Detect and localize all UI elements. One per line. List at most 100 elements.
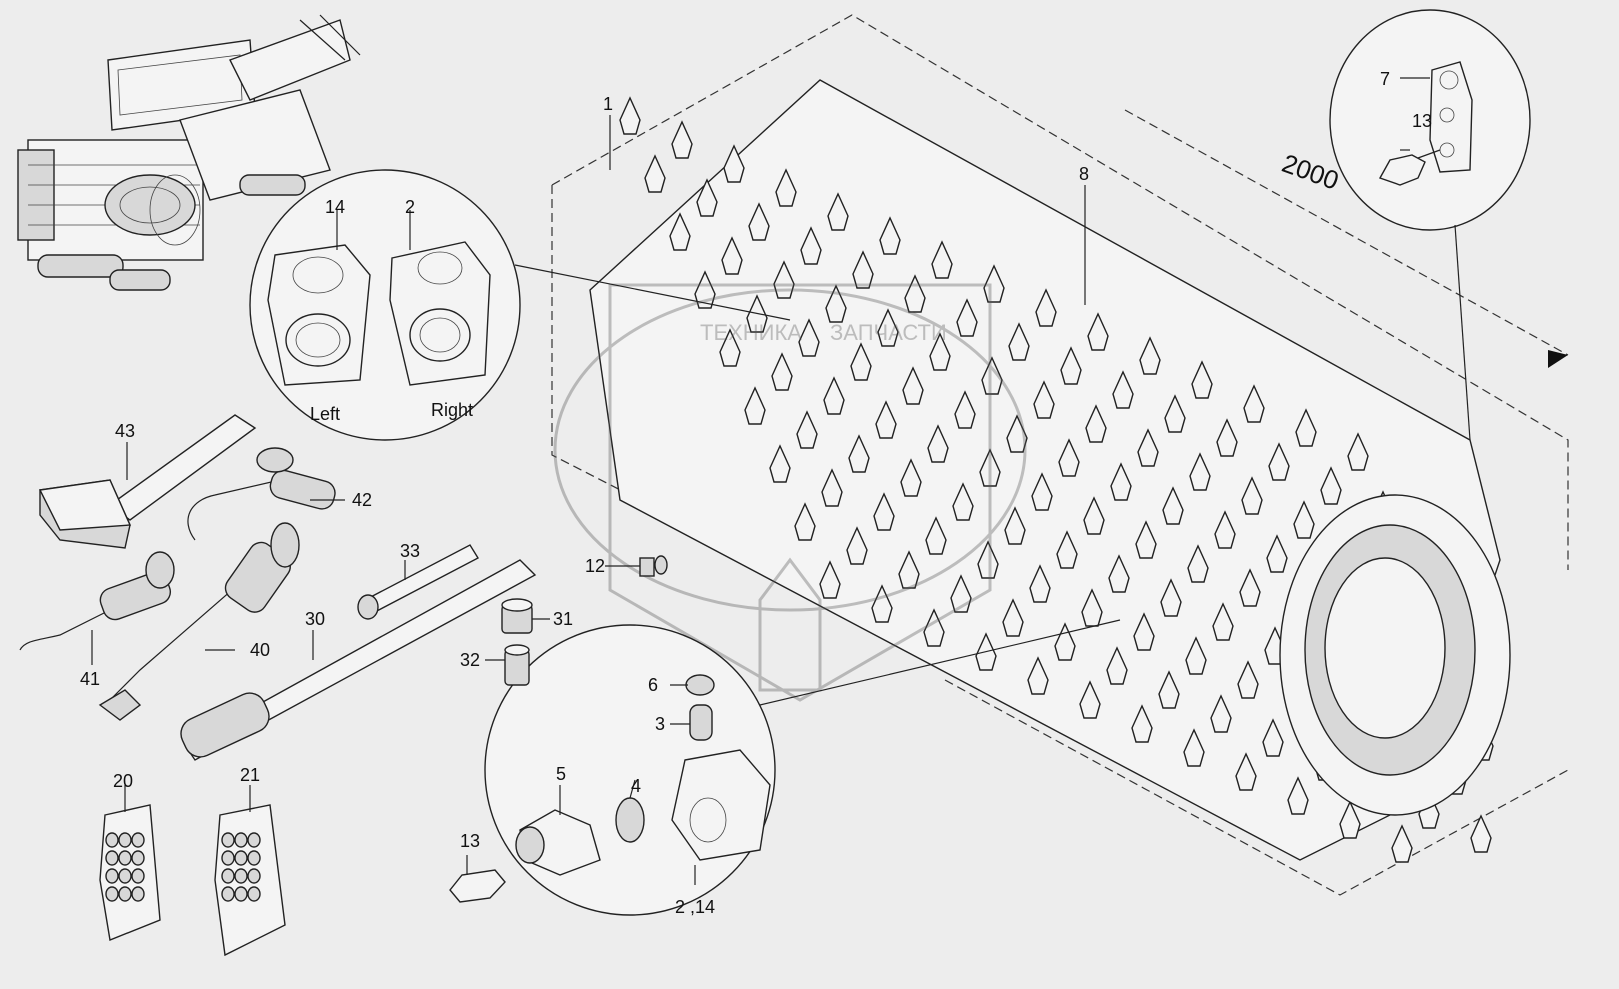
bag-item [221,868,235,884]
label-part-13-bottom: 13 [460,831,480,851]
bag-item [105,868,119,884]
cutting-tooth [773,260,795,299]
label-left: Left [310,404,340,424]
cutting-tooth [977,540,999,579]
cutting-tooth [800,226,822,265]
cutting-tooth [954,390,976,429]
cutting-tooth [775,168,797,207]
cutting-tooth [719,328,741,367]
cutting-tooth [956,298,978,337]
cutting-tooth [819,560,841,599]
bag-item [131,868,145,884]
cutting-tooth [1189,452,1211,491]
cutting-tooth [875,400,897,439]
cutting-tooth [1210,694,1232,733]
cutting-tooth [825,284,847,323]
part-30-wrench [180,559,537,761]
cutting-tooth [931,240,953,279]
label-part-41: 41 [80,669,100,689]
cutting-tooth [1295,408,1317,447]
cutting-tooth [619,96,641,135]
label-part-12: 12 [585,556,605,576]
label-part-3: 3 [655,714,665,734]
cutting-tooth [1237,660,1259,699]
cutting-tooth [1006,414,1028,453]
cutting-tooth [1266,534,1288,573]
label-right: Right [431,400,473,420]
cutting-tooth [981,356,1003,395]
watermark-text-2: ЗАПЧАСТИ [830,320,947,345]
cutting-tooth [1060,346,1082,385]
cutting-tooth [669,212,691,251]
cutting-tooth [1347,432,1369,471]
cutting-tooth [925,516,947,555]
cutting-tooth [796,410,818,449]
label-part-31: 31 [553,609,573,629]
label-part-4: 4 [631,776,641,796]
cutting-tooth [1004,506,1026,545]
cutting-tooth [929,332,951,371]
cutting-tooth [821,468,843,507]
cutting-tooth [1187,544,1209,583]
milling-drum-illustration [589,79,1511,863]
part-40-extractor [98,522,300,721]
cutting-tooth [879,216,901,255]
label-part-13-top: 13 [1412,111,1432,131]
cutting-tooth [1131,704,1153,743]
cutting-tooth [748,202,770,241]
cutting-tooth [1243,384,1265,423]
cutting-tooth [1160,578,1182,617]
cutting-tooth [1035,288,1057,327]
tool-assembly-detail-circle [449,619,1121,916]
part-12-bolt [605,555,668,577]
cutting-tooth [1139,336,1161,375]
bag-item [247,832,261,848]
cutting-tooth [1268,442,1290,481]
bag-item [234,832,248,848]
bag-20-contents [105,832,145,902]
bag-item [131,850,145,866]
bag-item [247,886,261,902]
cutting-tooth [794,502,816,541]
cutting-tooth [1214,510,1236,549]
label-part-43: 43 [115,421,135,441]
cutting-tooth [979,448,1001,487]
part-31-socket [501,598,550,634]
part-42-extractor [187,447,345,541]
cutting-tooth [873,492,895,531]
cutting-tooth [1241,476,1263,515]
label-part-6: 6 [648,675,658,695]
cutting-tooth [1339,800,1361,839]
cutting-tooth [823,376,845,415]
bag-item [234,868,248,884]
cutting-tooth [671,120,693,159]
cutting-tooth [1054,622,1076,661]
wear-plate-detail-circle [1329,9,1531,441]
label-part-7: 7 [1380,69,1390,89]
bag-item [118,886,132,902]
cutting-tooth [983,264,1005,303]
label-part-20: 20 [113,771,133,791]
label-part-2: 2 [405,197,415,217]
cutting-tooth [1183,728,1205,767]
cutting-tooth [1008,322,1030,361]
label-part-40: 40 [250,640,270,660]
cutting-tooth [852,250,874,289]
cutting-tooth [827,192,849,231]
cutting-tooth [744,386,766,425]
bag-item [118,850,132,866]
cutting-tooth [1031,472,1053,511]
cutting-tooth [1470,814,1492,853]
cutting-tooth [927,424,949,463]
cutting-tooth [1058,438,1080,477]
label-part-5: 5 [556,764,566,784]
part-33-extension [357,544,479,620]
label-part-42: 42 [352,490,372,510]
cutting-tooth [769,444,791,483]
part-32-socket [485,644,530,686]
label-part-8: 8 [1079,164,1089,184]
bag-item [131,886,145,902]
bag-item [221,850,235,866]
watermark-logo: ТЕХНИКА ЗАПЧАСТИ [553,283,1027,702]
